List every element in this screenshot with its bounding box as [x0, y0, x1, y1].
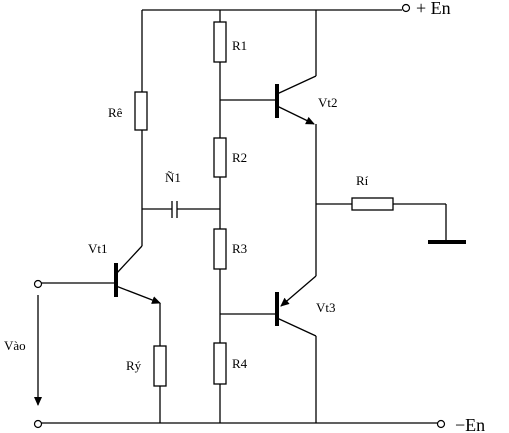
r3-label: R3 [232, 241, 247, 256]
supply-plus-terminal [401, 3, 411, 13]
r2-label: R2 [232, 150, 247, 165]
supply-minus-terminal [436, 419, 446, 429]
input-label: Vào [4, 338, 26, 353]
vt1-label: Vt1 [88, 241, 108, 256]
vt3-collector [276, 317, 317, 337]
rc-label: Rê [108, 105, 123, 120]
resistor-r2 [213, 137, 227, 178]
ground-left-terminal [33, 419, 43, 429]
re-label: Rý [126, 358, 142, 373]
vt1-emitter-arrow [115, 285, 161, 304]
r1-label: R1 [232, 38, 247, 53]
resistor-r1 [213, 21, 227, 63]
vt3-label: Vt3 [316, 300, 336, 315]
resistor-rl [351, 197, 394, 211]
supply-minus-label: −En [455, 415, 485, 433]
r4-label: R4 [232, 356, 248, 371]
vt1-collector [115, 245, 143, 275]
supply-plus-label: + En [416, 0, 451, 18]
resistor-r3 [213, 228, 227, 270]
vt2-collector [276, 75, 317, 95]
rl-label: Rí [356, 173, 369, 188]
vt2-label: Vt2 [318, 95, 338, 110]
resistor-r4 [213, 342, 227, 385]
input-terminal [33, 279, 43, 289]
capacitor-label: Ñ1 [165, 170, 181, 185]
resistor-rc [134, 91, 148, 131]
vt3-emitter-arrow [280, 275, 317, 307]
vt2-emitter-arrow [276, 105, 315, 125]
resistor-re [153, 345, 167, 387]
